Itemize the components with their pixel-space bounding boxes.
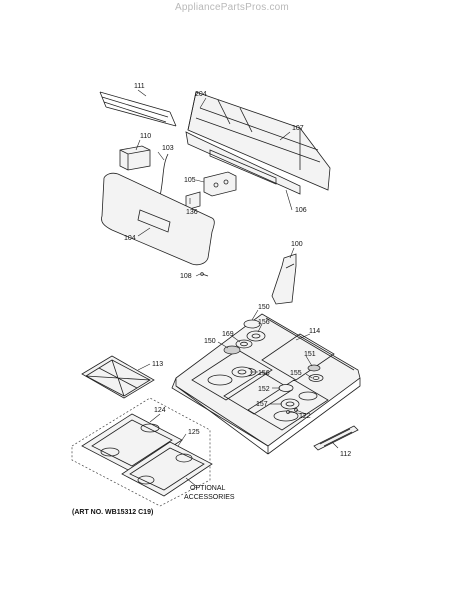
callout-156-top: 156 (258, 319, 270, 326)
part-125-griddle[interactable] (121, 441, 213, 497)
callout-110: 110 (140, 133, 151, 140)
part-110-switch[interactable] (119, 145, 151, 171)
callout-103: 103 (162, 145, 174, 152)
part-124-griddle[interactable] (81, 413, 183, 473)
callout-124: 124 (154, 407, 166, 414)
callout-204: 204 (195, 91, 207, 98)
optional-accessories-box (71, 397, 211, 507)
leader-lines (135, 89, 339, 487)
optional-label-line1: OPTIONAL (190, 485, 226, 492)
callout-100: 100 (291, 241, 303, 248)
callout-157: 157 (256, 401, 268, 408)
callout-136: 136 (186, 209, 198, 216)
callout-150-top: 150 (258, 304, 270, 311)
callout-107: 107 (292, 125, 304, 132)
callout-156-mid: 156 (258, 370, 270, 377)
callout-114: 114 (309, 328, 320, 335)
part-152-burner-cap[interactable] (278, 384, 294, 392)
callout-169: 169 (222, 331, 234, 338)
optional-label-line2: ACCESSORIES (184, 494, 235, 501)
callout-152: 152 (258, 386, 270, 393)
part-104-control-panel[interactable] (101, 172, 215, 266)
part-169-burner-head[interactable] (235, 339, 253, 349)
part-107-backsplash[interactable] (187, 91, 331, 191)
callout-108: 108 (180, 273, 192, 280)
callout-151: 151 (304, 351, 316, 358)
part-113-grate[interactable] (81, 355, 155, 399)
part-105-timer[interactable] (203, 171, 237, 197)
part-156-burner-head-rear[interactable] (246, 330, 266, 342)
part-151-burner-cap-right[interactable] (307, 364, 321, 372)
callout-125: 125 (188, 429, 200, 436)
art-number: (ART NO. WB15312 C19) (72, 509, 154, 516)
part-106-bracket[interactable] (185, 131, 301, 195)
callout-111: 111 (134, 83, 145, 90)
part-100-side-trim[interactable] (271, 253, 297, 305)
part-157-burner-head[interactable] (280, 398, 300, 410)
part-155-burner-head-right[interactable] (308, 374, 324, 382)
callout-labels: 111 204 107 110 103 105 136 106 104 100 … (124, 83, 351, 501)
callout-113: 113 (152, 361, 163, 368)
part-108-screw[interactable] (200, 272, 209, 277)
part-103-wire[interactable] (159, 153, 169, 197)
callout-155: 155 (290, 370, 302, 377)
callout-112: 112 (340, 451, 351, 458)
part-112-trim[interactable] (313, 425, 359, 451)
part-114-cooktop[interactable] (171, 313, 361, 455)
watermark: AppliancePartsPros.com (175, 2, 289, 13)
callout-105: 105 (184, 177, 196, 184)
part-136-overlay[interactable] (185, 191, 201, 211)
callout-122: 122 (299, 413, 311, 420)
callout-150-left: 150 (204, 338, 216, 345)
callout-106: 106 (295, 207, 307, 214)
part-111-wire-harness[interactable] (99, 91, 177, 127)
part-156-burner-head-left[interactable] (231, 366, 253, 378)
callout-104: 104 (124, 235, 136, 242)
